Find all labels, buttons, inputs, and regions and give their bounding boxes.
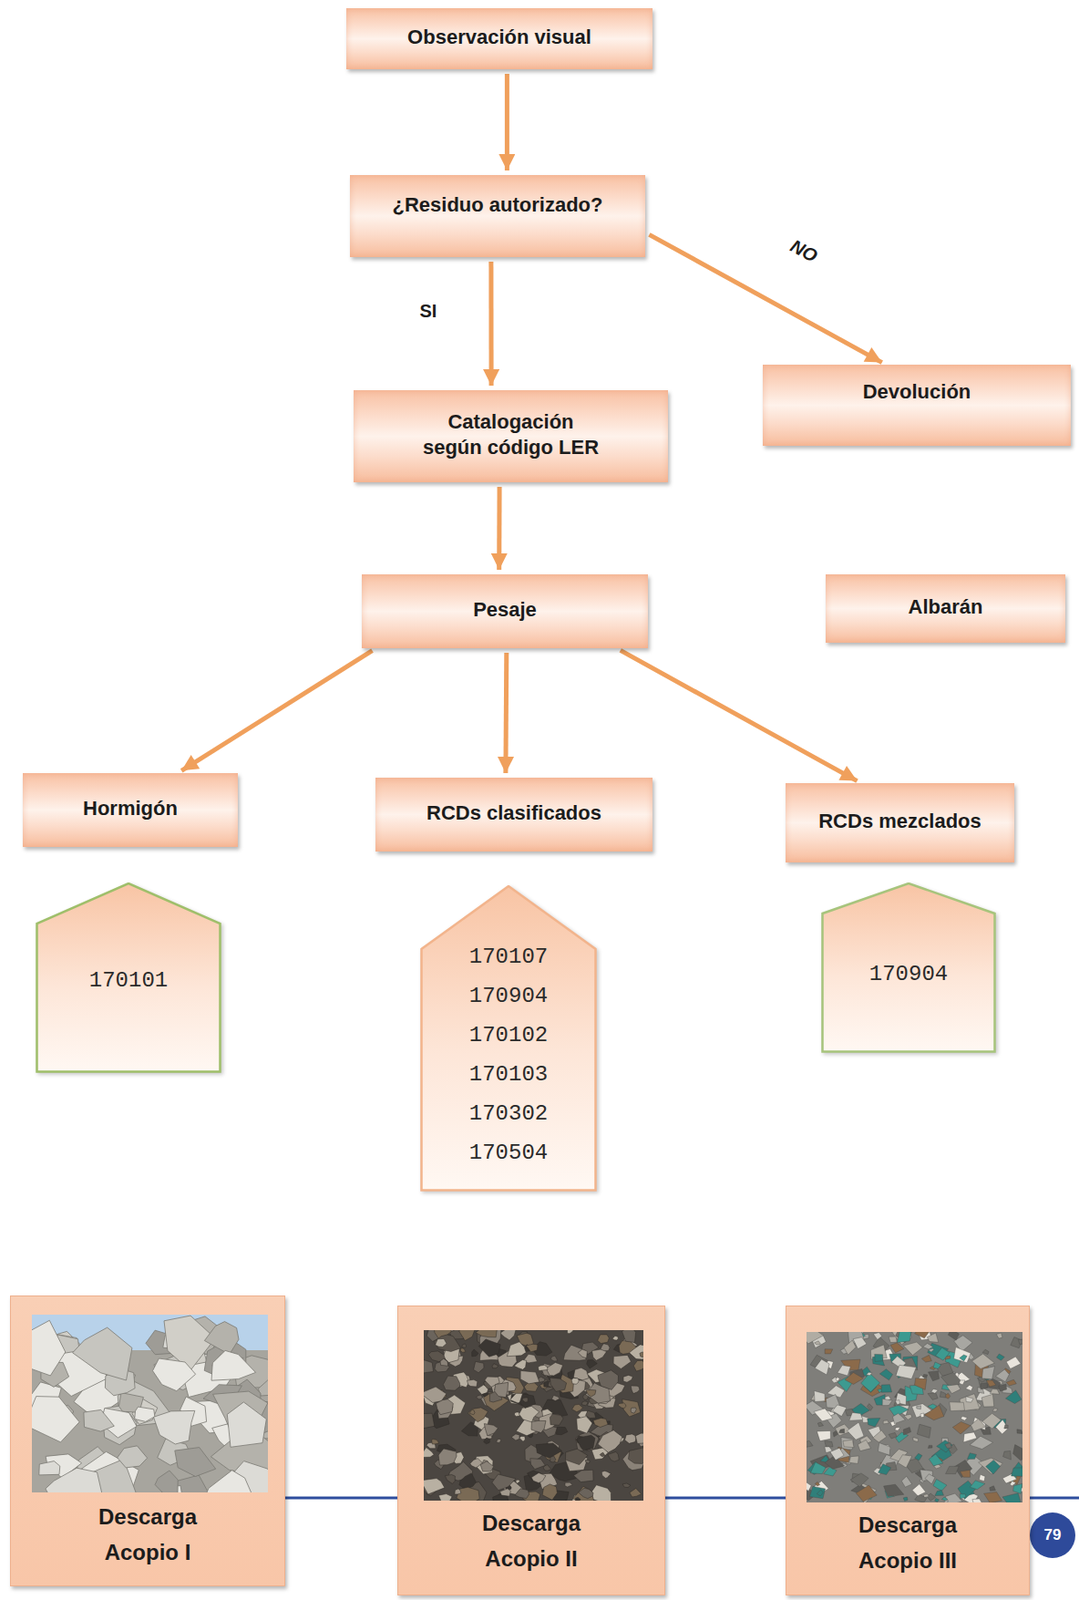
process-box: Devolución <box>762 364 1071 446</box>
text-group: Devolución <box>863 379 972 405</box>
document-box: Albarán <box>825 574 1066 643</box>
flow-arrow <box>181 650 372 771</box>
text-group: 170101 <box>89 960 168 1000</box>
page-number: 79 <box>1044 1525 1062 1544</box>
category-box: Hormigón <box>22 772 238 847</box>
text-group: Descarga Acopio III <box>839 1506 977 1578</box>
text-group: ¿Residuo autorizado? <box>392 192 604 218</box>
process-box: Pesaje <box>361 574 648 648</box>
ler-code: 170103 <box>469 1054 548 1094</box>
decision-box: ¿Residuo autorizado? <box>349 174 646 257</box>
text-group: 170904 <box>869 954 948 994</box>
box-label: Observación visual <box>407 24 592 51</box>
box-label: Descarga Acopio III <box>839 1506 977 1578</box>
box-label: Descarga Acopio II <box>462 1504 600 1576</box>
edge-label: NO <box>785 234 823 268</box>
text-group: RCDs mezclados <box>818 808 982 834</box>
ler-code: 170107 <box>469 936 548 977</box>
text-group: Descarga Acopio I <box>79 1498 216 1570</box>
flow-arrow <box>504 73 510 171</box>
flow-arrow <box>488 261 494 386</box>
text-group: Catalogación según código LER <box>420 409 603 460</box>
box-label: Albarán <box>908 594 984 620</box>
page-number-badge <box>1029 1511 1076 1558</box>
box-label: Pesaje <box>472 596 537 623</box>
text-group: RCDs clasificados <box>426 800 602 826</box>
code-pentagon: 170904 <box>821 882 997 1053</box>
flow-arrow <box>648 234 882 362</box>
category-box: RCDs clasificados <box>375 777 653 852</box>
box-label: Descarga Acopio I <box>79 1498 216 1570</box>
acopio-card: Descarga Acopio I <box>10 1294 286 1586</box>
text-group: Hormigón <box>82 795 178 822</box>
ler-code: 170302 <box>469 1093 548 1133</box>
text-group: Albarán <box>908 594 984 620</box>
ler-code: 170101 <box>89 960 168 1000</box>
text-group: Observación visual <box>407 24 592 51</box>
edge-label: SI <box>418 300 440 322</box>
ler-code: 170102 <box>469 1015 548 1055</box>
box-label: Catalogación según código LER <box>420 409 603 460</box>
code-pentagon: 170101 <box>35 882 222 1073</box>
site-photo <box>31 1314 268 1492</box>
box-label: ¿Residuo autorizado? <box>392 192 604 218</box>
flow-arrow <box>496 486 502 570</box>
text-group: Pesaje <box>472 596 537 623</box>
ler-code: 170904 <box>469 976 548 1016</box>
code-pentagon: 170107170904170102170103170302170504 <box>420 884 597 1192</box>
ler-code: 170904 <box>869 954 948 994</box>
site-photo <box>423 1329 644 1501</box>
flow-arrow <box>620 649 858 781</box>
text-group: Descarga Acopio II <box>462 1504 600 1576</box>
box-label: Devolución <box>863 379 972 405</box>
flow-arrow <box>503 652 509 773</box>
site-photo <box>806 1331 1023 1502</box>
acopio-card: Descarga Acopio III <box>785 1305 1030 1595</box>
process-box: Observación visual <box>346 8 653 70</box>
box-label: RCDs clasificados <box>426 800 602 826</box>
text-group: 170107170904170102170103170302170504 <box>469 936 548 1172</box>
acopio-card: Descarga Acopio II <box>397 1305 666 1595</box>
box-label: Hormigón <box>82 795 178 822</box>
category-box: RCDs mezclados <box>785 782 1015 863</box>
process-box: Catalogación según código LER <box>353 390 668 483</box>
box-label: RCDs mezclados <box>818 808 982 834</box>
ler-code: 170504 <box>469 1132 548 1172</box>
